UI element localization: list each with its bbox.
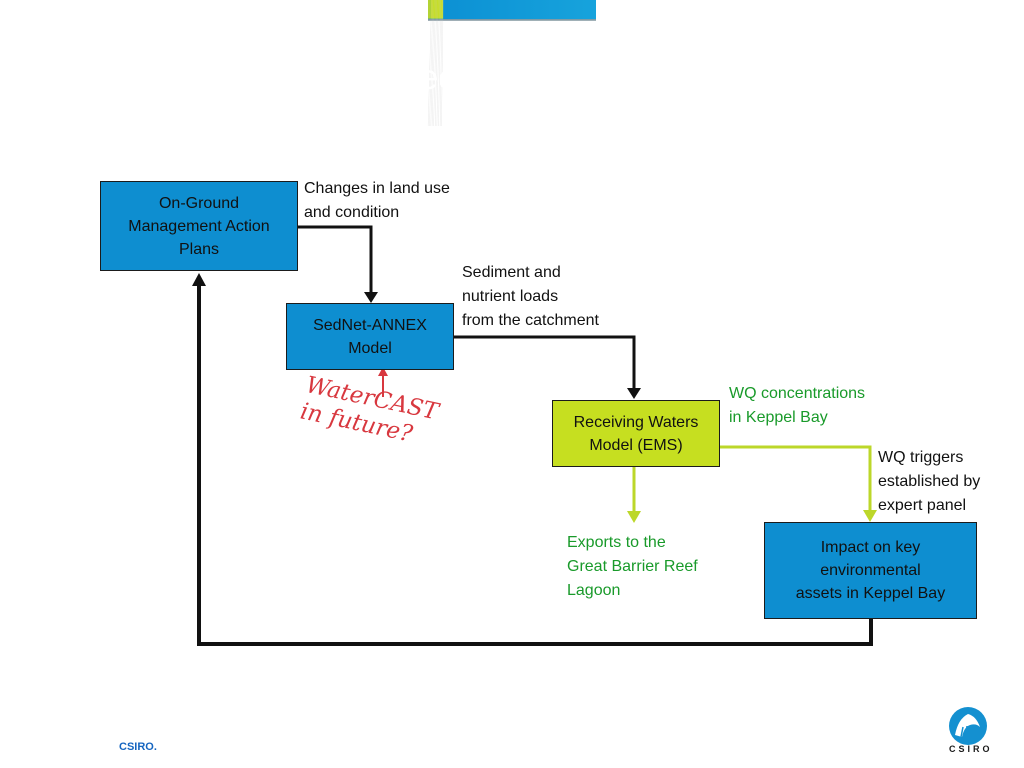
slide-title: FBA modelling projects: path to impact — [125, 58, 723, 97]
box-on-ground-plans: On-Ground Management Action Plans — [100, 181, 298, 271]
arrow-receiving-to-impact — [720, 445, 872, 513]
label-sediment-loads: Sediment and nutrient loads from the cat… — [462, 264, 599, 329]
box-receiving-waters-model: Receiving Waters Model (EMS) — [552, 400, 720, 467]
label-wq-concentrations: WQ concentrations in Keppel Bay — [729, 385, 866, 426]
box-sednet-model-label: SedNet-ANNEX Model — [313, 316, 427, 357]
decorative-stripes — [428, 0, 444, 126]
arrow-feedback-loop — [197, 282, 873, 646]
arrow-onground-to-sednet — [297, 225, 373, 296]
box-impact-assets-label: Impact on key environmental assets in Ke… — [795, 539, 946, 602]
csiro-logo-icon — [949, 707, 987, 745]
label-wq-triggers: WQ triggers established by expert panel — [878, 449, 981, 514]
box-receiving-waters-model-label: Receiving Waters Model (EMS) — [573, 413, 699, 454]
label-land-use: Changes in land use and condition — [304, 180, 450, 221]
csiro-logo-word: CSIRO — [949, 744, 993, 754]
header-band — [428, 0, 596, 126]
arrow-sednet-to-receiving — [454, 335, 636, 391]
footer-csiro: CSIRO. — [119, 741, 157, 753]
box-sednet-model: SedNet-ANNEX Model — [286, 303, 454, 370]
box-impact-assets: Impact on key environmental assets in Ke… — [764, 522, 977, 619]
label-exports: Exports to the Great Barrier Reef Lagoon — [567, 534, 698, 599]
box-on-ground-plans-label: On-Ground Management Action Plans — [128, 194, 270, 258]
